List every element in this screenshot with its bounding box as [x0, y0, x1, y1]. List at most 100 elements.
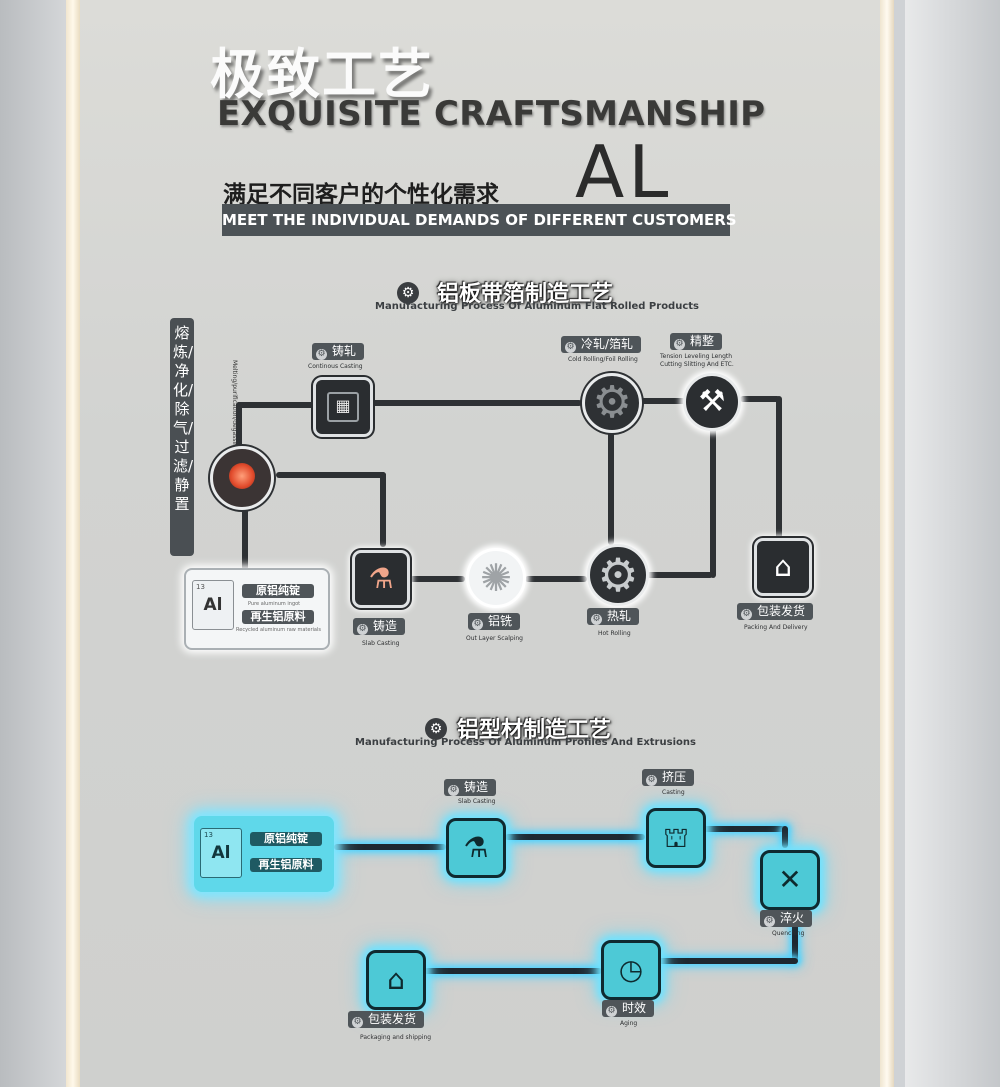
gear-icon: ⚙ [316, 349, 327, 360]
ext-slab-casting-pill: ⚙铸造 [444, 779, 497, 796]
al-symbol: Al [211, 843, 231, 863]
gear-icon: ⚙ [357, 624, 368, 635]
al-symbol: Al [203, 595, 223, 615]
pipe [640, 398, 690, 404]
al-element-tile: 13 Al [200, 828, 242, 878]
extrusion-node: ⛫ [646, 808, 706, 868]
aging-pill: ⚙ 时效 [602, 1000, 655, 1017]
casting-label: 铸轧 [332, 344, 357, 358]
extrusion-label: 挤压 [662, 770, 687, 784]
ext-slab-casting-caption: Slab Casting [458, 798, 496, 805]
pipe [776, 396, 782, 541]
casting-pill: ⚙ 铸轧 [312, 343, 365, 360]
pure-ingot-en: Pure aluminum ingot [248, 601, 301, 607]
ladle-icon: ⚗ [463, 831, 489, 864]
cold-rolling-gear-icon: ⚙ [592, 377, 632, 428]
melting-vertical-label: 熔炼/净化/除气/过滤/静置 [170, 318, 194, 556]
pipe [236, 402, 242, 452]
subtitle-en-bar: MEET THE INDIVIDUAL DEMANDS OF DIFFERENT… [222, 204, 737, 236]
warehouse-icon: ⌂ [774, 550, 792, 583]
subtitle-cn: 满足不同客户的个性化需求 [223, 182, 499, 208]
slab-casting-caption: Slab Casting [362, 640, 400, 647]
cold-rolling-caption: Cold Rolling/Foil Rolling [568, 356, 638, 363]
pipe [608, 430, 614, 545]
finishing-caption-2: Cutting Slitting And ETC. [660, 361, 734, 368]
extrusion-slab-casting-node: ⚗ [446, 818, 506, 878]
finishing-pill: ⚙精整 [670, 333, 723, 350]
al-number: 13 [204, 831, 213, 839]
recycled-pill: 再生铝原料 [242, 610, 314, 624]
pipe [702, 826, 787, 832]
cold-rolling-label: 冷轧/箔轧 [581, 337, 634, 351]
gear-icon: ⚙ [448, 785, 459, 796]
gear-icon: ⚙ [764, 916, 775, 927]
extrusion-pill: ⚙ 挤压 [642, 769, 695, 786]
pipe [380, 472, 386, 547]
al-number: 13 [196, 583, 205, 591]
extrusion-caption: Casting [662, 789, 685, 796]
melting-furnace-node [210, 446, 274, 510]
pure-ingot-pill: 原铝纯锭 [242, 584, 314, 598]
scalping-caption: Out Layer Scalping [466, 635, 523, 642]
section2-title-en: Manufacturing Process Of Aluminum Profil… [355, 737, 696, 748]
quench-flame-icon: ✕ [778, 863, 802, 896]
continuous-casting-node: ▦ [313, 377, 373, 437]
pipe [276, 472, 386, 478]
packing-node: ⌂ [754, 538, 812, 596]
quenching-pill: ⚙ 淬火 [760, 910, 813, 927]
section1-title-en: Manufacturing Process Of Aluminum Flat R… [375, 301, 699, 312]
wall-left [0, 0, 75, 1087]
gear-icon: ⚙ [646, 775, 657, 786]
packing-pill: ⚙包装发货 [737, 603, 814, 620]
timer-icon: ◷ [618, 953, 644, 986]
raw-material-card-glow: 13 Al 原铝纯锭 再生铝原料 [194, 816, 334, 892]
pipe [242, 505, 248, 570]
quenching-node: ✕ [760, 850, 820, 910]
cold-rolling-pill: ⚙ 冷轧/箔轧 [561, 336, 642, 353]
ext-packing-node: ⌂ [366, 950, 426, 1010]
ext-packing-caption: Packaging and shipping [360, 1034, 432, 1041]
pipe [334, 844, 446, 850]
furnace-flame-icon [229, 463, 255, 489]
pipe [647, 572, 713, 578]
aging-label: 时效 [622, 1001, 647, 1015]
slab-casting-label: 铸造 [373, 619, 398, 633]
pipe [710, 428, 716, 578]
aging-caption: Aging [620, 1020, 638, 1027]
title-en: EXQUISITE CRAFTSMANSHIP [217, 94, 766, 134]
scalping-pill: ⚙ 铝铣 [468, 613, 521, 630]
section2-title-cn: 铝型材制造工艺 [457, 718, 612, 743]
milling-cutter-icon: ✺ [480, 556, 512, 600]
press-icon: ⛫ [663, 821, 689, 854]
gear-icon: ⚙ [397, 282, 419, 304]
pipe [792, 920, 798, 962]
scalping-node: ✺ [466, 548, 526, 608]
ext-packing-label: 包装发货 [368, 1012, 417, 1026]
scalping-label: 铝铣 [488, 614, 513, 628]
packing-caption: Packing And Delivery [744, 624, 808, 631]
hot-rolling-label: 热轧 [607, 609, 632, 623]
pipe [424, 968, 602, 974]
pipe [236, 402, 316, 408]
casting-machine-icon: ▦ [327, 392, 359, 422]
melting-label-text: 熔炼/净化/除气/过滤/静置 [173, 324, 194, 513]
section1-title-cn: 铝板带箔制造工艺 [437, 282, 614, 307]
light-strip-right [880, 0, 894, 1087]
pipe [525, 576, 587, 582]
gear-icon: ⚙ [472, 619, 483, 630]
warehouse-icon: ⌂ [387, 963, 405, 996]
quenching-caption: Quenching [772, 930, 805, 937]
aging-node: ◷ [601, 940, 661, 1000]
wall-right [905, 0, 1000, 1087]
gear-icon: ⚙ [425, 718, 447, 740]
title-cn: 极致工艺 [210, 43, 434, 106]
gear-icon: ⚙ [352, 1017, 363, 1028]
gear-icon: ⚙ [674, 339, 685, 350]
gear-icon: ⚙ [606, 1006, 617, 1017]
cold-rolling-node: ⚙ [582, 373, 642, 433]
slab-casting-node: ⚗ [352, 550, 410, 608]
quenching-label: 淬火 [780, 911, 805, 925]
finishing-node: ⚒ [683, 373, 741, 431]
pure-ingot-pill: 原铝纯锭 [250, 832, 322, 846]
gear-icon: ⚙ [565, 342, 576, 353]
